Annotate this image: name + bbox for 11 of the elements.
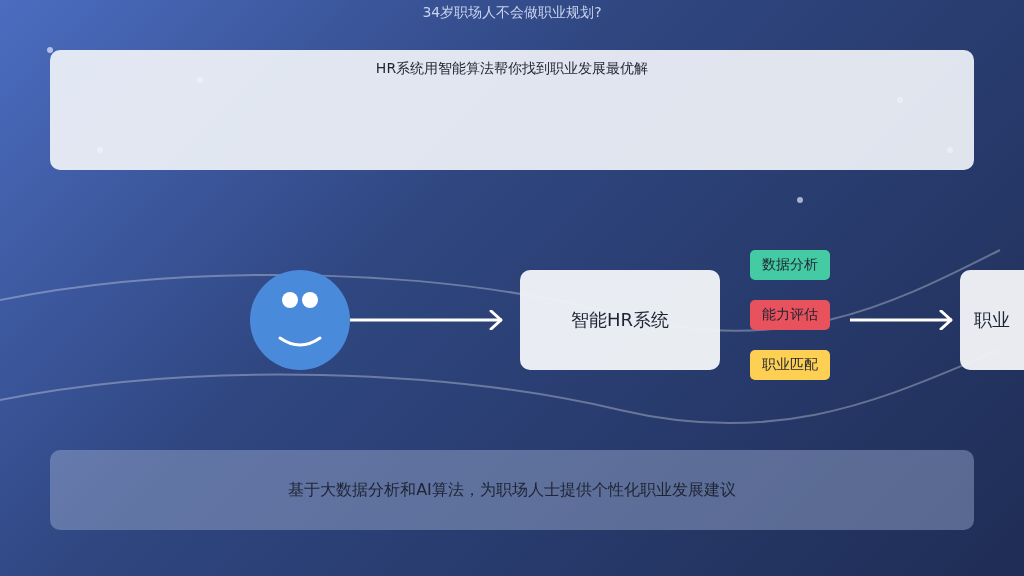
tag: 职业匹配 [750, 350, 830, 380]
title: 34岁职场人不会做职业规划? [421, 4, 603, 22]
system-box: 智能HR系统 [520, 270, 720, 370]
tag: 数据分析 [750, 250, 830, 280]
footer-panel: 基于大数据分析和AI算法，为职场人士提供个性化职业发展建议 [50, 450, 974, 530]
tag: 能力评估 [750, 300, 830, 330]
arrow [350, 309, 503, 331]
smiley-face-icon [250, 270, 350, 370]
result-box: 职业 [960, 270, 1024, 370]
header-panel: HR系统用智能算法帮你找到职业发展最优解 [50, 50, 974, 170]
arrow [850, 309, 953, 331]
